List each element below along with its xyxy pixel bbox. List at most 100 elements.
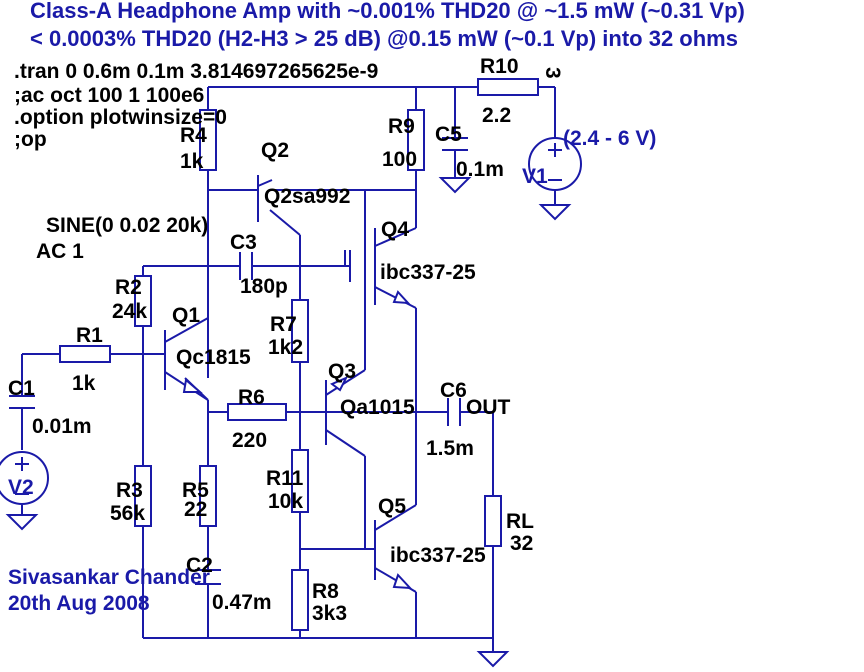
resistor-r1 [59,345,111,363]
transistors [164,175,417,593]
resistor-r7 [291,299,309,363]
ground-main [476,651,510,668]
capacitor-c2 [195,569,221,585]
wire-q5-collector [374,504,417,531]
component-labels: R10 2.2 R4 1k R9 100 C5 0.1m Q2 Q2sa992 … [8,55,548,625]
wire-q3-emitter [325,369,366,396]
transistor-q4 [345,227,417,309]
label-r7-value: 1k2 [268,336,303,359]
label-q4-model: ibc337-25 [380,261,476,284]
resistor-r11 [291,449,309,513]
directive-ac: ;ac oct 100 1 100e6 [14,84,204,107]
label-r4-value: 1k [180,150,204,173]
label-r5-value: 22 [184,498,207,521]
label-r1-value: 1k [72,372,96,395]
capacitor-c6 [447,398,461,426]
resistors [59,78,539,631]
author-name: Sivasankar Chander [8,566,210,589]
resistor-r3 [134,465,152,527]
ground-symbols [5,177,572,668]
resistor-r5 [199,465,217,527]
transistor-q5 [370,520,417,593]
resistor-r9 [407,109,425,171]
label-v2-name: V2 [8,476,34,499]
resistor-rl [484,495,502,547]
label-c3-value: 180p [240,275,288,298]
label-c6-value: 1.5m [426,437,474,460]
label-r2-value: 24k [112,300,147,323]
label-rl-name: RL [506,510,534,533]
label-c1-value: 0.01m [32,415,92,438]
label-q2-model: Q2sa992 [264,185,350,208]
transistor-q2 [240,175,273,222]
label-c3-name: C3 [230,231,257,254]
label-q4-name: Q4 [381,218,409,241]
resistor-r4 [199,109,217,171]
label-r1-name: R1 [76,324,103,347]
net-label-supply: 3 [541,67,564,79]
label-r11-value: 10k [268,490,303,513]
label-r10-name: R10 [480,55,519,78]
label-c5-name: C5 [435,123,462,146]
directive-tran: .tran 0 0.6m 0.1m 3.814697265625e-9 [14,60,378,83]
capacitors [9,137,468,585]
title-block: Class-A Headphone Amp with ~0.001% THD20… [30,0,745,51]
label-c5-value: 0.1m [456,158,504,181]
transistor-q1 [164,317,209,401]
transistor-q3 [300,376,349,445]
label-q5-model: ibc337-25 [390,544,486,567]
capacitor-c1 [9,395,35,409]
capacitor-c5 [442,137,468,158]
label-r6-name: R6 [238,386,265,409]
wire-q3-collector [325,429,366,457]
capacitor-c3 [239,252,253,280]
label-r4-name: R4 [180,124,207,147]
resistor-r2 [134,275,152,327]
label-q1-model: Qc1815 [176,346,251,369]
label-r10-value: 2.2 [482,104,511,127]
directive-option: .option plotwinsize=0 [14,106,227,129]
supply-range-note: (2.4 - 6 V) [563,127,656,150]
label-r3-value: 56k [110,502,145,525]
label-c2-value: 0.47m [212,591,272,614]
ground-v2 [5,514,39,531]
label-r3-name: R3 [116,479,143,502]
label-q3-name: Q3 [328,360,356,383]
ground-c5 [438,177,472,194]
label-r7-name: R7 [270,313,297,336]
label-r9-value: 100 [382,148,417,171]
label-v1-name: V1 [522,165,548,188]
title-line-2: < 0.0003% THD20 (H2-H3 > 25 dB) @0.15 mW… [30,26,738,51]
net-label-out: OUT [466,396,511,419]
resistor-r8 [291,569,309,631]
label-r11-name: R11 [266,467,304,490]
label-rl-value: 32 [510,532,533,555]
directive-op: ;op [14,128,47,151]
wire-q2-collector [269,209,301,236]
spice-directives: .tran 0 0.6m 0.1m 3.814697265625e-9 ;ac … [14,60,378,151]
label-r6-value: 220 [232,429,267,452]
voltage-source-v2 [0,451,49,505]
ground-v1 [538,204,572,221]
resistor-r6 [227,403,287,421]
label-r8-name: R8 [312,580,339,603]
label-q1-name: Q1 [172,304,200,327]
voltage-source-v1 [528,137,582,191]
label-c6-name: C6 [440,379,467,402]
label-c1-name: C1 [8,377,35,400]
label-r5-name: R5 [182,479,209,502]
resistor-r10 [477,78,539,96]
source-ac-spec: AC 1 [36,240,84,263]
label-r2-name: R2 [115,276,142,299]
label-r9-name: R9 [388,115,415,138]
label-r8-value: 3k3 [312,602,347,625]
label-q2-name: Q2 [261,139,289,162]
label-q5-name: Q5 [378,495,406,518]
label-q3-model: Qa1015 [340,396,415,419]
source-sine-spec: SINE(0 0.02 20k) [46,214,208,237]
title-line-1: Class-A Headphone Amp with ~0.001% THD20… [30,0,745,23]
author-date: 20th Aug 2008 [8,592,150,615]
label-c2-name: C2 [186,554,213,577]
